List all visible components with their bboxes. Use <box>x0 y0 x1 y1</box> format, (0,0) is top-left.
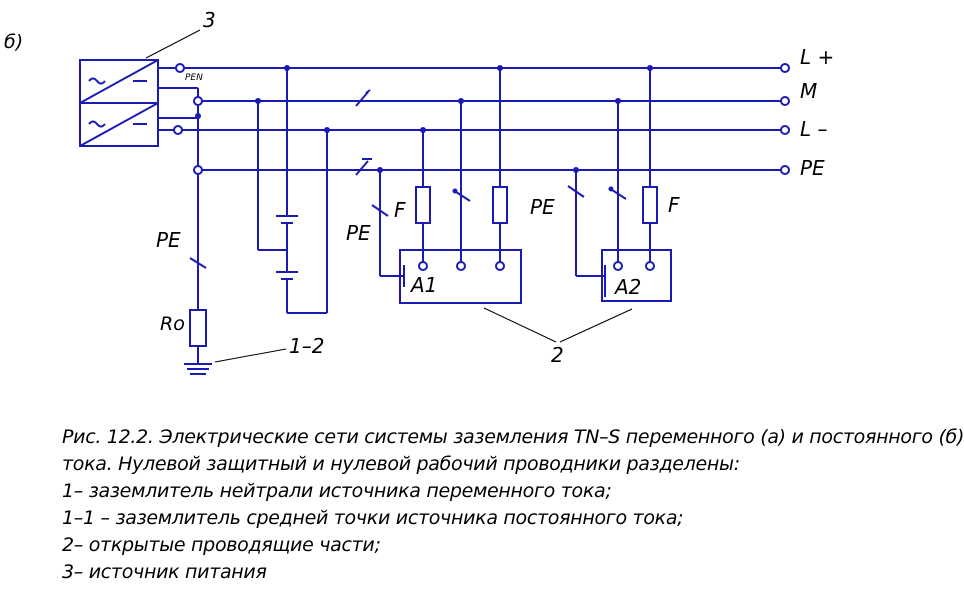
buses <box>182 63 790 176</box>
load-a2 <box>567 65 672 302</box>
ground-number-label: 1–2 <box>289 334 324 358</box>
caption-line: 1–1 – заземлитель средней точки источник… <box>62 507 684 529</box>
caption-line: Рис. 12.2. Электрические сети системы за… <box>62 426 964 448</box>
panel-label: б) <box>4 31 23 53</box>
leader-line <box>559 308 633 343</box>
a2-label: A2 <box>613 275 641 299</box>
ro-label: Ro <box>160 313 185 335</box>
figure-caption: Рис. 12.2. Электрические сети системы за… <box>62 424 964 586</box>
load-a1 <box>371 65 522 304</box>
leader-line <box>145 29 201 59</box>
bus-l-minus-label: L – <box>800 117 828 141</box>
caption-line: 2– открытые проводящие части; <box>62 534 381 556</box>
a1-label: A1 <box>409 273 437 297</box>
fuse-a2-label: F <box>668 193 680 217</box>
bus-l-plus-label: L + <box>800 45 834 69</box>
fuse-a1-label: F <box>394 198 406 222</box>
pe-a1-label: PE <box>346 221 371 245</box>
parts-number-label: 2 <box>551 343 564 367</box>
leader-line <box>214 348 287 363</box>
ac-symbol-icon <box>88 120 106 128</box>
caption-line: 1– заземлитель нейтрали источника переме… <box>62 480 612 502</box>
pe-left-label: PE <box>156 228 181 252</box>
earthing-branch <box>184 174 212 375</box>
leader-line <box>483 307 557 343</box>
battery-branch <box>255 65 330 314</box>
ac-symbol-icon <box>88 77 106 85</box>
source-number-label: 3 <box>203 8 216 32</box>
tn-s-dc-circuit-diagram: б) 3 PEN <box>4 8 834 375</box>
power-source <box>79 59 159 147</box>
caption-line: 3– источник питания <box>62 561 267 583</box>
pe-a2-label: PE <box>530 195 555 219</box>
bus-pe-label: PE <box>800 156 825 180</box>
pen-label: PEN <box>185 73 203 83</box>
bus-m-label: M <box>800 79 817 103</box>
caption-line: тока. Нулевой защитный и нулевой рабочий… <box>62 453 740 475</box>
